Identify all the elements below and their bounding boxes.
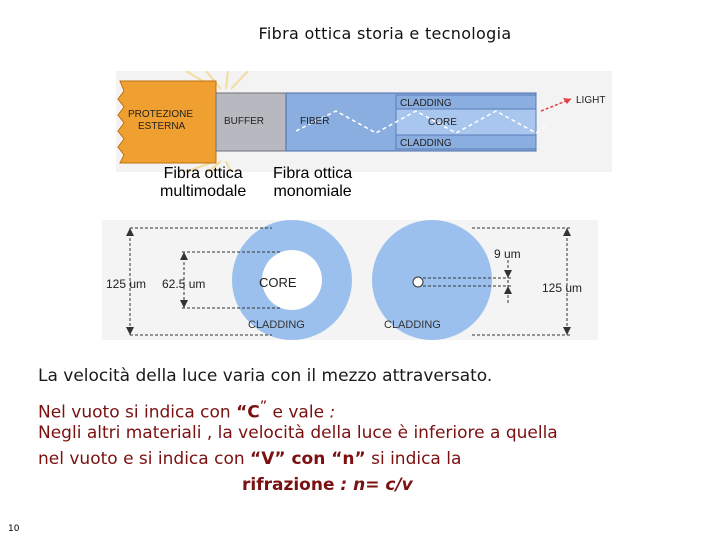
caption-monomodale: Fibra ottica monomiale: [273, 165, 352, 201]
page-number: 10: [8, 524, 20, 534]
text-line-2-colon: :: [329, 402, 336, 423]
caption-multimodale: Fibra ottica multimodale: [160, 165, 246, 201]
text-line-3: Negli altri materiali , la velocità dell…: [38, 423, 558, 443]
label-core: CORE: [428, 117, 457, 128]
word-rifrazione: rifrazione: [242, 475, 335, 495]
text-line-4-b: si indica la: [365, 449, 462, 469]
caption-multimodale-line1: Fibra ottica: [163, 165, 243, 182]
core-band: [395, 108, 537, 136]
buffer-layer: [215, 92, 287, 152]
dim-125-right: 125 um: [542, 281, 582, 295]
slide-title: Fibra ottica storia e tecnologia: [258, 24, 512, 43]
text-line-4: nel vuoto e si indica con “V” con “n” si…: [38, 446, 461, 472]
text-line-4-a: nel vuoto e si indica con: [38, 449, 251, 469]
fiber-structure-svg: PROTEZIONE ESTERNA BUFFER FIBER CLADDING…: [116, 71, 612, 172]
text-line-2-b: e vale: [267, 402, 330, 423]
dim-9: 9 um: [494, 247, 521, 261]
dimension-lines: [129, 227, 572, 336]
text-line-2-a: Nel vuoto si indica con: [38, 402, 237, 423]
symbol-c: “C: [236, 402, 260, 423]
formula-n-c-v: : n= c/v: [334, 475, 413, 495]
singlemode-cladding: [372, 220, 492, 340]
arrow-head-icon: [563, 98, 571, 104]
caption-multimodale-line2: multimodale: [160, 183, 247, 200]
label-protezione-2: ESTERNA: [138, 121, 186, 132]
fiber-structure-diagram: PROTEZIONE ESTERNA BUFFER FIBER CLADDING…: [116, 71, 612, 172]
multimode-core: [262, 250, 322, 310]
singlemode-core: [412, 276, 424, 288]
label-core-cross: CORE: [259, 275, 297, 290]
symbol-c-close-quote: ”: [259, 399, 268, 415]
cladding-bottom: [395, 134, 537, 150]
label-cladding-bottom: CLADDING: [400, 138, 452, 149]
label-cladding-left: CLADDING: [248, 319, 305, 331]
caption-monomodale-line2: monomiale: [273, 183, 352, 200]
cross-section-svg: 125 um 62.5 um CORE CLADDING CLADDING 9 …: [102, 220, 598, 340]
dim-62-5: 62.5 um: [162, 277, 205, 291]
text-line-1: La velocità della luce varia con il mezz…: [38, 366, 493, 386]
dim-125-left: 125 um: [106, 277, 146, 291]
dimension-arrows-icon: [126, 228, 571, 335]
symbols-v-n: “V” con “n”: [250, 449, 366, 469]
label-cladding-right: CLADDING: [384, 319, 441, 331]
text-line-2: Nel vuoto si indica con “C” e vale :: [38, 394, 335, 426]
outer-protection: [117, 80, 217, 164]
label-cladding-top: CLADDING: [400, 98, 452, 109]
label-protezione-1: PROTEZIONE: [128, 109, 193, 120]
label-buffer: BUFFER: [224, 116, 264, 127]
label-fiber: FIBER: [300, 116, 329, 127]
label-light: LIGHT: [576, 95, 605, 106]
light-path: [295, 110, 547, 134]
cross-section-diagram: 125 um 62.5 um CORE CLADDING CLADDING 9 …: [102, 220, 598, 340]
text-line-5: rifrazione : n= c/v: [242, 472, 413, 498]
caption-monomodale-line1: Fibra ottica: [273, 165, 353, 182]
